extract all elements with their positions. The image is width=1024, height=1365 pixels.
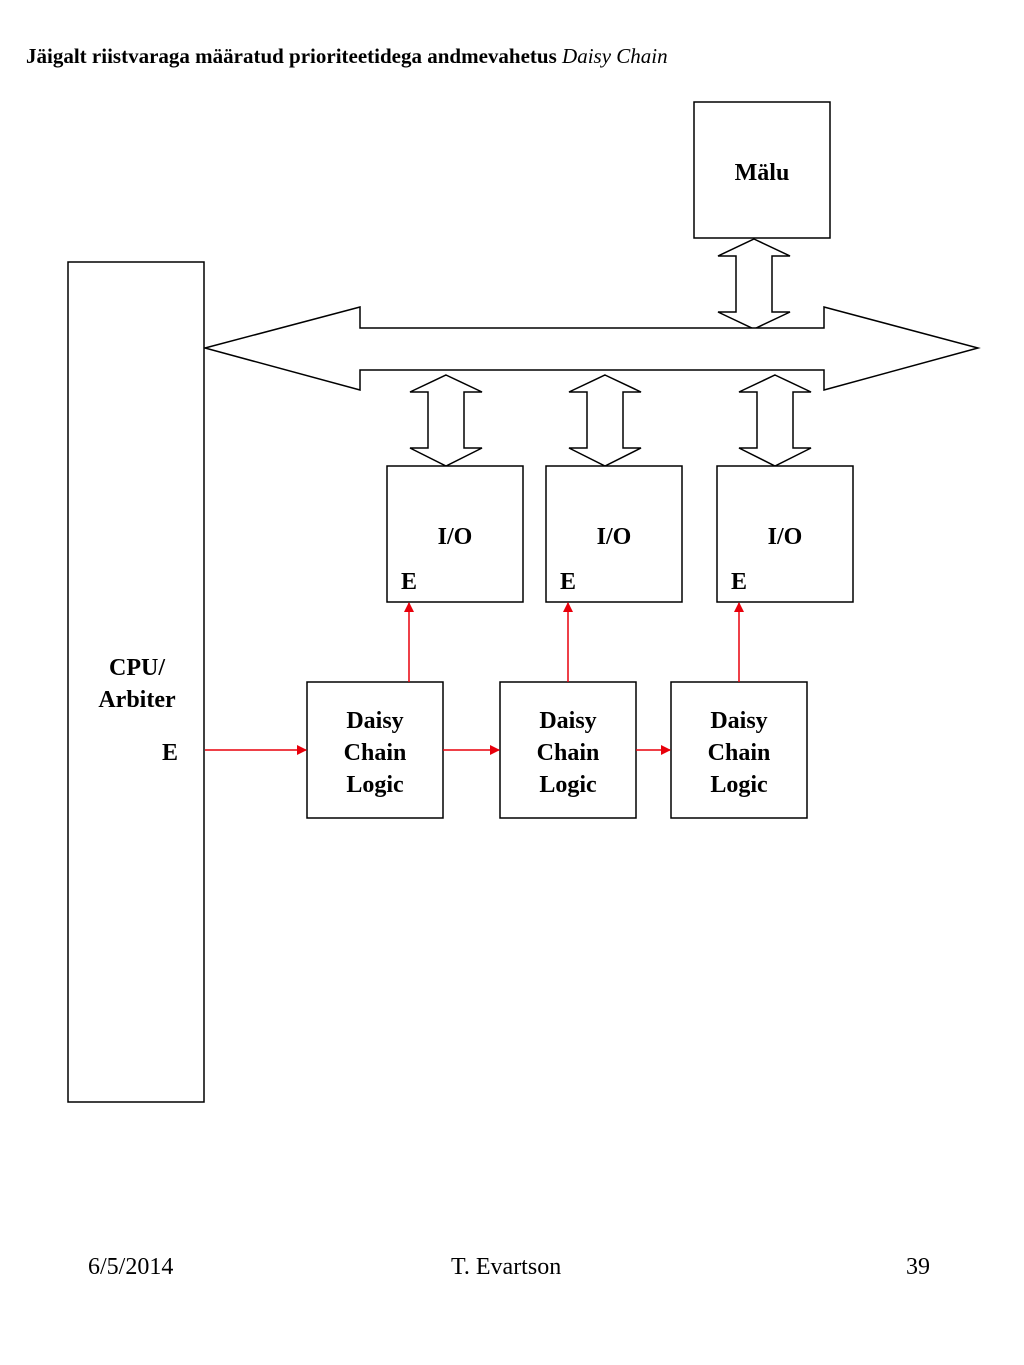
io-label: I/O [768,524,803,550]
io-device-3: I/O E [716,465,854,603]
cpu-label: CPU/ [109,655,165,681]
footer-page-number: 39 [906,1254,930,1280]
io-bus-arrow-2 [568,374,642,467]
logic-line-1: Daisy [710,708,767,734]
io-label: I/O [597,524,632,550]
footer-author: T. Evartson [451,1254,562,1280]
io-enable-label: E [560,569,576,595]
arbiter-label: Arbiter [98,687,176,713]
io-enable-label: E [401,569,417,595]
memory-bus-arrow [717,238,791,330]
logic-line-1: Daisy [539,708,596,734]
logic-line-3: Logic [539,772,597,798]
cpu-arbiter-box [67,261,205,1103]
logic-line-3: Logic [710,772,768,798]
io-enable-label: E [731,569,747,595]
memory-box [693,101,831,239]
logic-line-3: Logic [346,772,404,798]
footer-date: 6/5/2014 [88,1254,174,1280]
logic-line-1: Daisy [346,708,403,734]
io-device-2: I/O E [545,465,683,603]
logic-line-2: Chain [708,740,771,766]
title-emphasis: Daisy Chain [562,44,668,68]
io-bus-arrow-3 [738,374,812,467]
io-label: I/O [438,524,473,550]
cpu-enable-label: E [162,740,178,766]
slide-title: Jäigalt riistvaraga määratud prioriteeti… [26,44,668,69]
logic-line-2: Chain [537,740,600,766]
memory-label: Mälu [735,160,790,186]
daisy-chain-logic-3: Daisy Chain Logic [670,681,808,819]
daisy-chain-logic-2: Daisy Chain Logic [499,681,637,819]
io-bus-arrow-1 [409,374,483,467]
title-main: Jäigalt riistvaraga määratud prioriteeti… [26,44,557,68]
logic-line-2: Chain [344,740,407,766]
system-bus-arrow [202,306,981,391]
daisy-chain-logic-1: Daisy Chain Logic [306,681,444,819]
io-device-1: I/O E [386,465,524,603]
